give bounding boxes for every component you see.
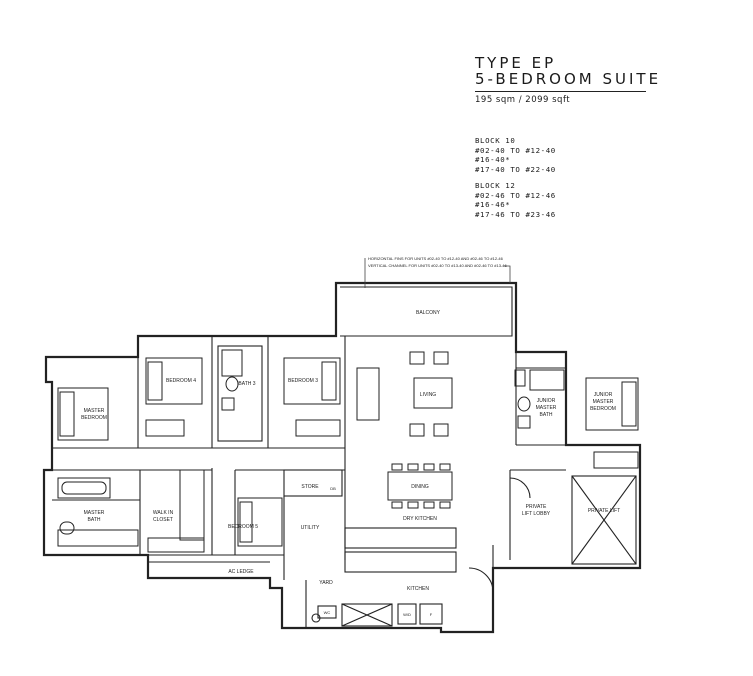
label-junior-bed-l1: JUNIOR: [594, 392, 613, 398]
label-private-lift: PRIVATE LIFT: [588, 508, 620, 514]
label-master-bath-l2: BATH: [88, 517, 101, 523]
label-master-bath-l1: MASTER: [84, 510, 105, 516]
label-yard: YARD: [319, 580, 333, 586]
label-junior-bath-l3: BATH: [540, 412, 553, 418]
label-private-lobby-l1: PRIVATE: [526, 504, 547, 510]
label-junior-bed-l3: BEDROOM: [590, 406, 616, 412]
outer-wall: [42, 281, 642, 634]
block-name: BLOCK 12: [475, 181, 516, 190]
unit-suite-title: 5-BEDROOM SUITE: [475, 70, 662, 88]
block-unit: #16-40*: [475, 155, 511, 165]
label-master-bedroom-l2: BEDROOM: [81, 415, 107, 421]
label-junior-bed-l2: MASTER: [593, 399, 614, 405]
label-wc: WC: [324, 610, 331, 615]
label-db: DB: [330, 486, 336, 491]
label-private-lobby-l2: LIFT LOBBY: [522, 511, 551, 517]
label-junior-bath-l1: JUNIOR: [537, 398, 556, 404]
label-ac-ledge: AC LEDGE: [228, 569, 254, 575]
label-utility: UTILITY: [301, 525, 320, 531]
label-balcony: BALCONY: [416, 310, 441, 316]
label-walkin-l2: CLOSET: [153, 517, 173, 523]
label-bedroom3: BEDROOM 3: [288, 378, 318, 384]
label-junior-bath-l2: MASTER: [536, 405, 557, 411]
block-name: BLOCK 10: [475, 136, 516, 145]
block-unit: #02-40 TO #12-40: [475, 145, 556, 155]
label-walkin-l1: WALK IN: [153, 510, 174, 516]
block-unit: #17-46 TO #23-46: [475, 209, 556, 219]
block-unit: #16-46*: [475, 200, 511, 210]
label-bedroom5: BEDROOM 5: [228, 524, 258, 530]
label-master-bedroom-l1: MASTER: [84, 408, 105, 414]
note-fins: HORIZONTAL FINS FOR UNITS #02-40 TO #12-…: [368, 256, 504, 261]
unit-type-title: TYPE EP: [475, 54, 557, 72]
block-unit: #02-46 TO #12-46: [475, 190, 556, 200]
label-wd: W/D: [403, 612, 411, 617]
label-bedroom4: BEDROOM 4: [166, 378, 196, 384]
title-divider: [475, 91, 646, 92]
label-store: STORE: [301, 484, 319, 490]
label-dry-kitchen: DRY KITCHEN: [403, 516, 437, 522]
label-bath3: BATH 3: [238, 381, 255, 387]
label-living: LIVING: [420, 392, 437, 398]
label-dining: DINING: [411, 484, 429, 490]
block-list: BLOCK 12 #02-46 TO #12-46 #16-46* #17-46…: [475, 181, 556, 219]
block-unit: #17-40 TO #22-40: [475, 164, 556, 174]
label-fridge: F: [430, 612, 433, 617]
label-kitchen: KITCHEN: [407, 586, 429, 592]
block-list: BLOCK 10 #02-40 TO #12-40 #16-40* #17-40…: [475, 136, 556, 174]
unit-area: 195 sqm / 2099 sqft: [475, 95, 571, 105]
note-channel: VERTICAL CHANNEL FOR UNITS #02-40 TO #13…: [368, 263, 508, 268]
